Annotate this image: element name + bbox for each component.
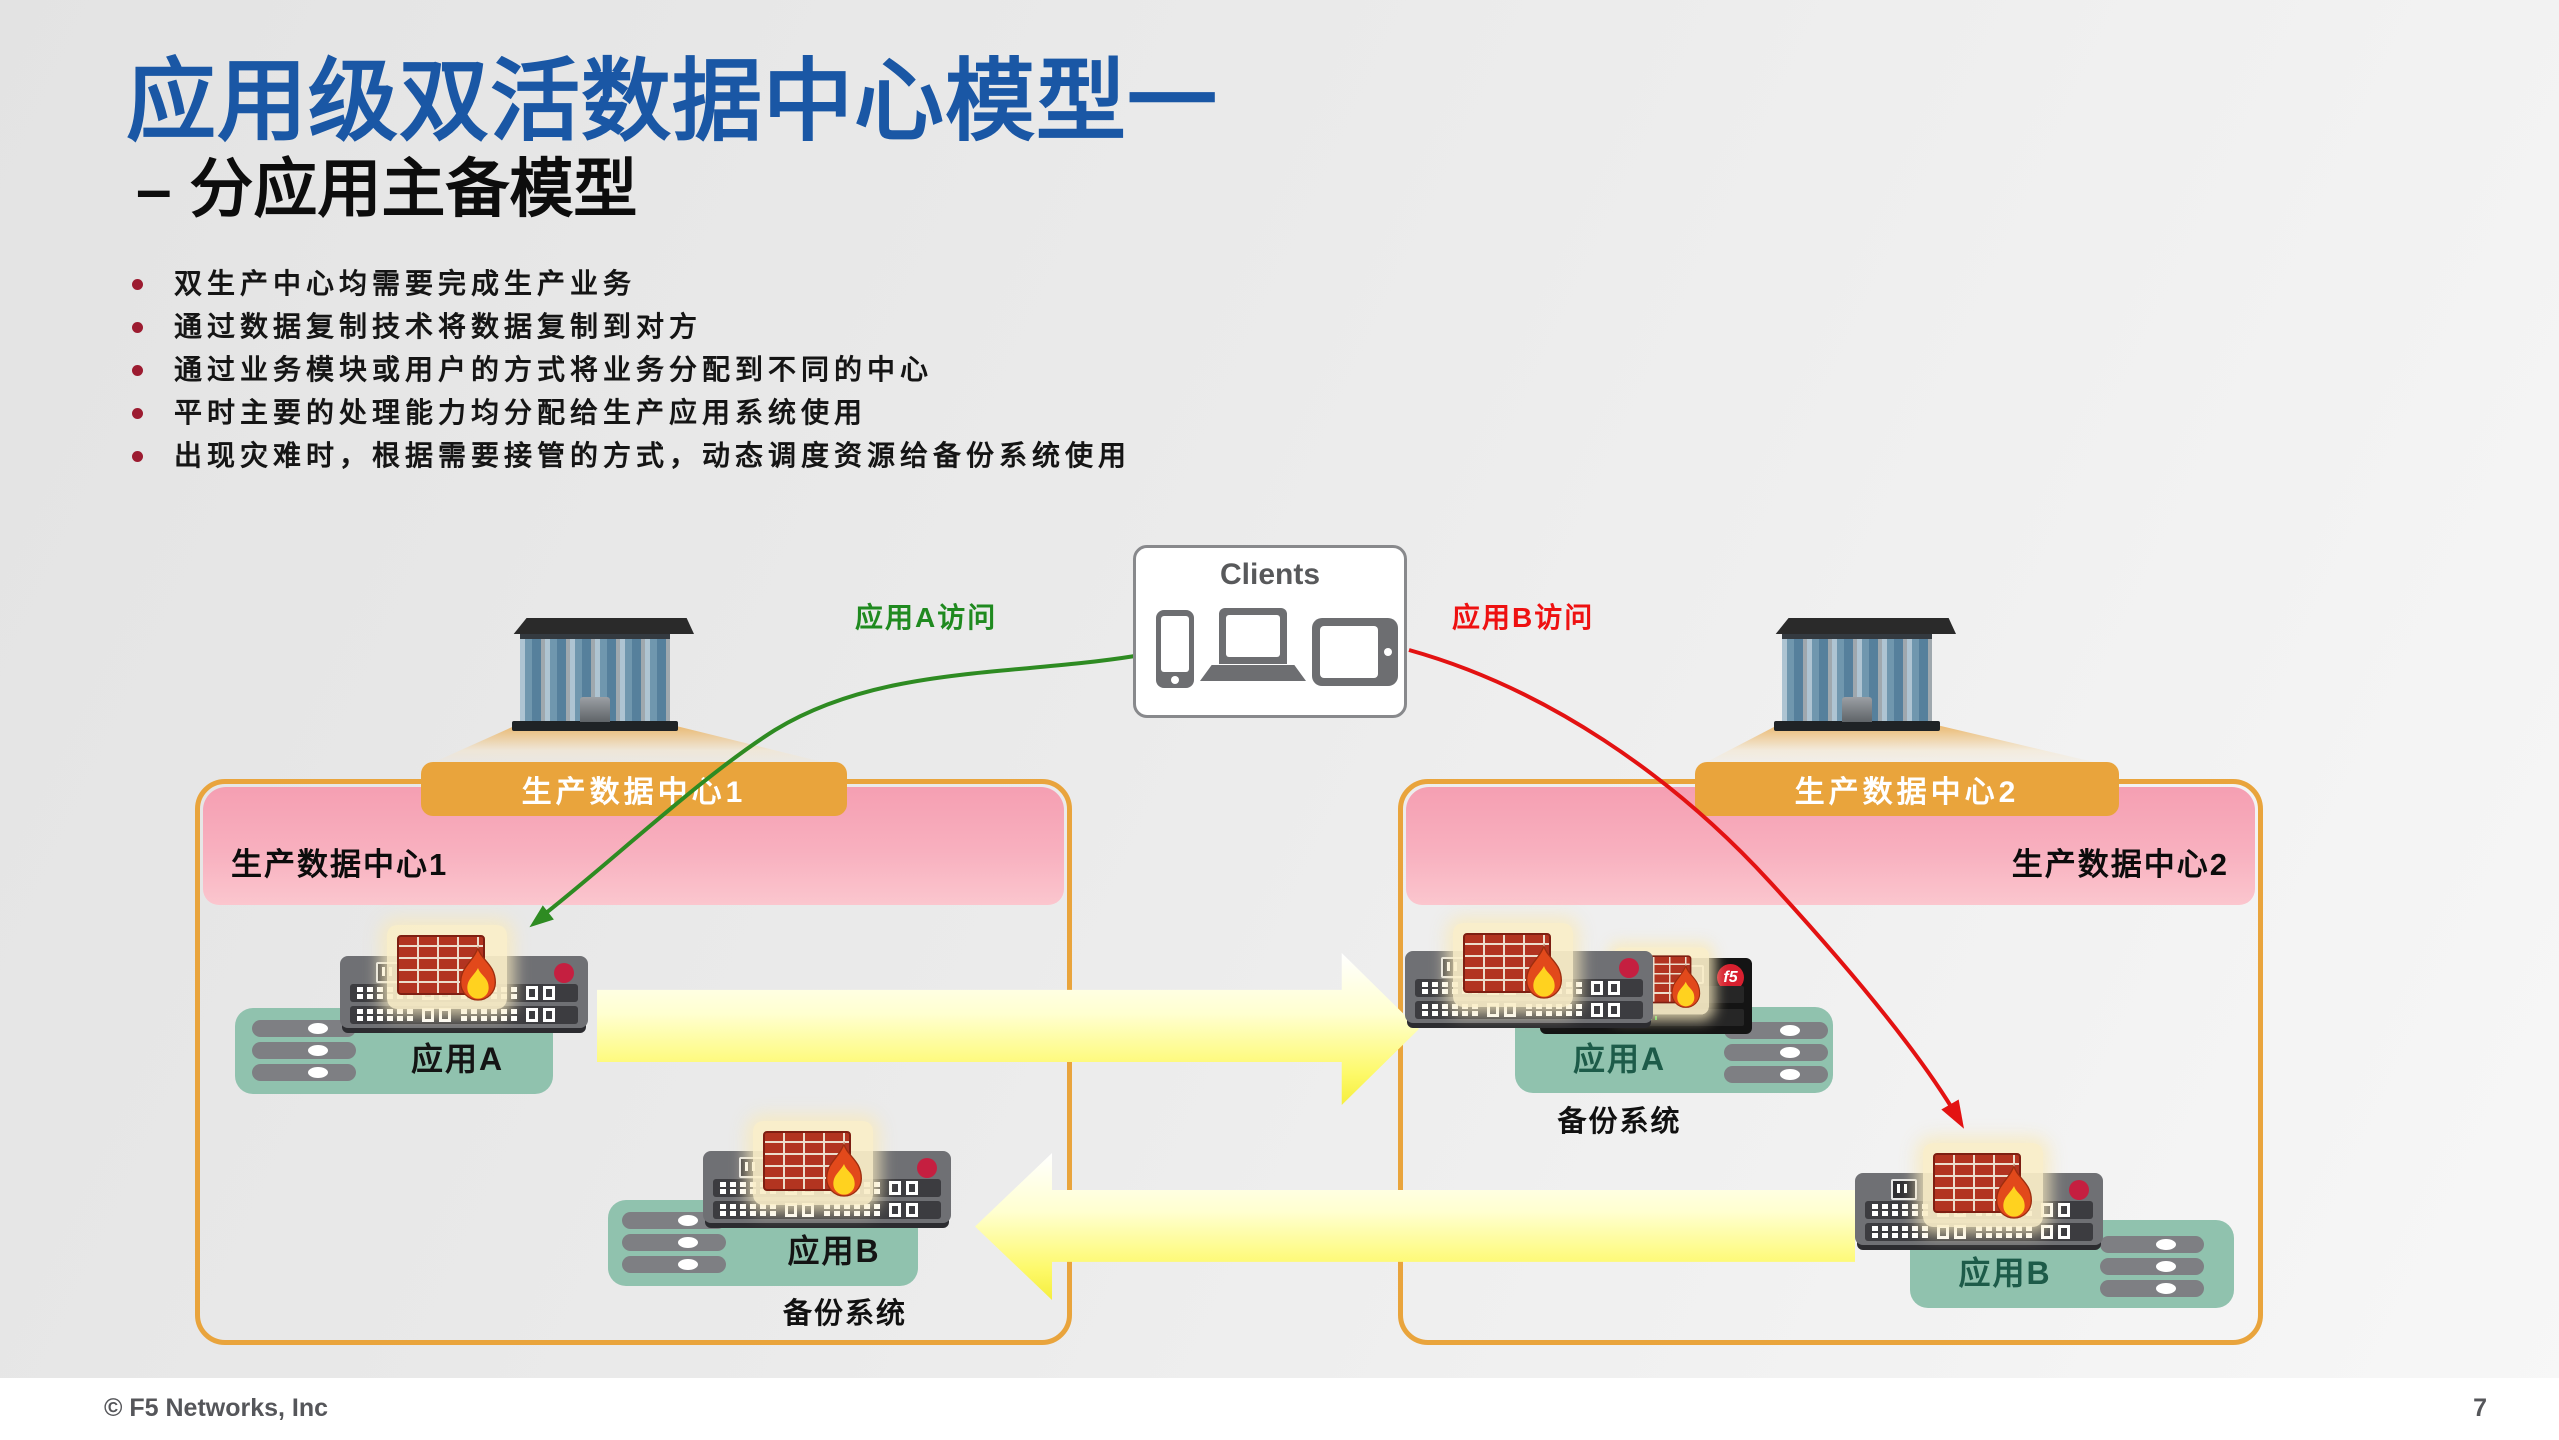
firewall-icon <box>1453 923 1573 1007</box>
app-a-label-dc1: 应用A <box>410 1041 505 1077</box>
status-led <box>2069 1180 2089 1200</box>
clients-box: Clients <box>1133 545 1407 718</box>
bullet-list: 双生产中心均需要完成生产业务 通过数据复制技术将数据复制到对方 通过业务模块或用… <box>126 262 1131 477</box>
app-b-label-dc1: 应用B <box>787 1233 881 1269</box>
firewall-icon <box>1923 1143 2043 1227</box>
building-door <box>1842 697 1872 722</box>
building-base <box>512 721 678 731</box>
bullet-item: 平时主要的处理能力均分配给生产应用系统使用 <box>126 391 1131 434</box>
page-subtitle: – 分应用主备模型 <box>136 153 638 225</box>
server-stack-icon <box>2100 1236 2204 1297</box>
app-b-access-label: 应用B访问 <box>1452 602 1595 633</box>
copyright-text: © F5 Networks, Inc <box>104 1394 329 1422</box>
bullet-item: 出现灾难时，根据需要接管的方式，动态调度资源给备份系统使用 <box>126 434 1131 477</box>
server-stack-icon <box>622 1212 726 1273</box>
firewall-icon <box>387 925 507 1009</box>
server-stack-icon <box>252 1020 356 1081</box>
status-led <box>554 963 574 983</box>
slide-footer: © F5 Networks, Inc 7 <box>0 1378 2559 1440</box>
clients-title: Clients <box>1219 558 1321 591</box>
datacenter-1-banner-label: 生产数据中心1 <box>231 847 449 882</box>
page-number: 7 <box>2473 1394 2487 1422</box>
status-led <box>917 1158 937 1178</box>
datacenter-2-tab-label: 生产数据中心2 <box>1794 776 2020 809</box>
bullet-item: 通过业务模块或用户的方式将业务分配到不同的中心 <box>126 348 1131 391</box>
bullet-item: 通过数据复制技术将数据复制到对方 <box>126 305 1131 348</box>
backup-system-label-dc1: 备份系统 <box>782 1298 907 1330</box>
datacenter-1-tab-label: 生产数据中心1 <box>521 776 747 809</box>
datacenter-2-banner-label: 生产数据中心2 <box>2011 847 2229 882</box>
laptop-icon <box>1200 608 1306 686</box>
tablet-icon <box>1312 618 1398 686</box>
building-door <box>580 697 610 722</box>
page-title: 应用级双活数据中心模型一 <box>126 52 1218 152</box>
port-icon <box>1891 1179 1917 1200</box>
status-led <box>1619 958 1639 978</box>
building-roof <box>1775 618 1956 634</box>
firewall-icon <box>753 1121 873 1205</box>
app-a-label-dc2: 应用A <box>1572 1041 1667 1077</box>
bullet-item: 双生产中心均需要完成生产业务 <box>126 262 1131 305</box>
app-b-label-dc2: 应用B <box>1958 1255 2052 1291</box>
datacenter-building-icon <box>1774 618 1956 731</box>
building-roof <box>513 618 694 634</box>
backup-system-label-dc2: 备份系统 <box>1557 1106 1682 1138</box>
app-a-access-label: 应用A访问 <box>855 602 998 633</box>
datacenter-building-icon <box>512 618 694 731</box>
smartphone-icon <box>1156 610 1194 688</box>
datacenter-2-tab: 生产数据中心2 <box>1695 762 2119 816</box>
datacenter-1-tab: 生产数据中心1 <box>421 762 847 816</box>
building-base <box>1774 721 1940 731</box>
